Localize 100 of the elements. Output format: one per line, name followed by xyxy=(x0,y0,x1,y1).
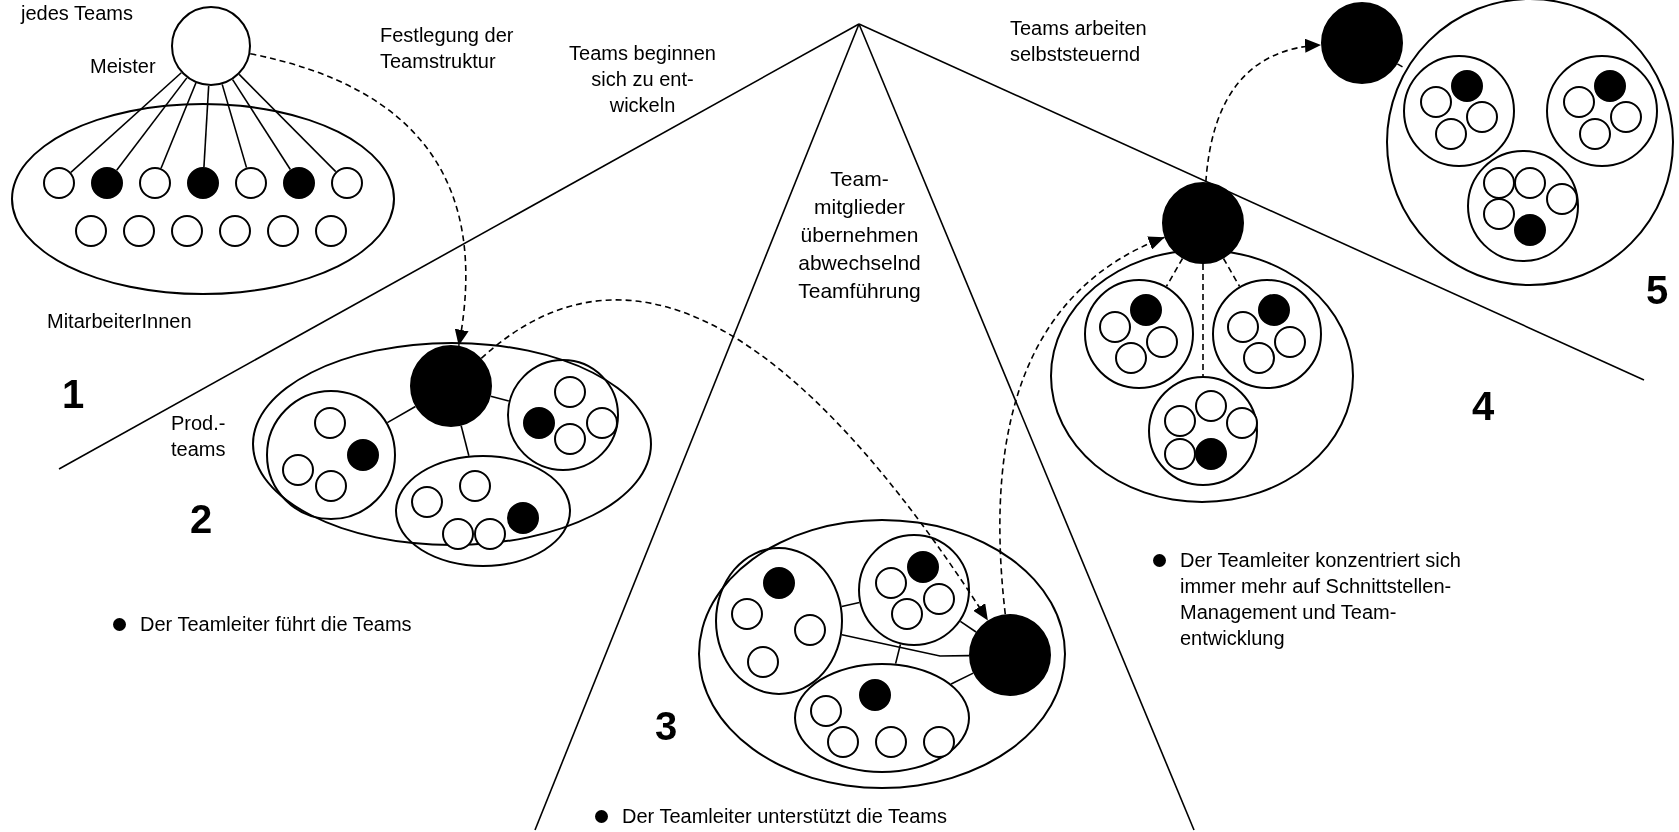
member-circle xyxy=(187,167,219,199)
member-circle xyxy=(1258,294,1290,326)
stage-number: 3 xyxy=(655,703,678,750)
connector-line xyxy=(950,672,974,685)
connector-line xyxy=(203,85,210,168)
dashed-arrow xyxy=(999,236,1166,616)
note-text: Festlegung der Teamstruktur xyxy=(380,23,515,74)
member-circle xyxy=(1164,405,1196,437)
member-circle xyxy=(1227,311,1259,343)
team-circle xyxy=(266,390,396,520)
member-circle xyxy=(891,598,923,630)
member-circle xyxy=(1146,326,1178,358)
note-text: Team- mitglieder übernehmen abwechselnd Teamführung xyxy=(797,166,922,304)
member-circle xyxy=(411,486,443,518)
member-circle xyxy=(1579,118,1611,150)
member-circle xyxy=(923,583,955,615)
member-circle xyxy=(474,518,506,550)
team-circle xyxy=(1084,279,1194,389)
member-circle xyxy=(219,215,251,247)
member-circle xyxy=(747,646,779,678)
member-circle xyxy=(1466,101,1498,133)
member-circle xyxy=(827,726,859,758)
group-label: Prod.- teams xyxy=(171,411,227,462)
connector-line xyxy=(231,78,292,171)
group-ellipse xyxy=(698,519,1066,789)
team-circle xyxy=(1212,279,1322,389)
leader-circle xyxy=(1162,182,1244,264)
member-circle xyxy=(442,518,474,550)
member-circle xyxy=(763,567,795,599)
caption-text: MitarbeiterInnen xyxy=(47,309,192,334)
member-circle xyxy=(1435,118,1467,150)
team-circle xyxy=(1403,55,1515,167)
member-circle xyxy=(731,598,763,630)
group-ellipse xyxy=(11,103,395,295)
team-circle xyxy=(1148,376,1258,486)
dashed-line xyxy=(1165,257,1184,288)
member-circle xyxy=(1483,198,1515,230)
note-text: Teams arbeiten selbststeuernd xyxy=(1010,16,1148,67)
connector-line xyxy=(959,620,977,633)
member-circle xyxy=(43,167,75,199)
member-circle xyxy=(315,215,347,247)
supervisor-circle xyxy=(171,6,251,86)
member-circle xyxy=(75,215,107,247)
member-circle xyxy=(314,407,346,439)
connector-line xyxy=(489,395,510,402)
member-circle xyxy=(315,470,347,502)
member-circle xyxy=(1115,342,1147,374)
member-circle xyxy=(554,376,586,408)
dashed-arrow xyxy=(1205,39,1322,183)
dashed-arrow xyxy=(480,299,989,622)
member-circle xyxy=(1594,70,1626,102)
member-circle xyxy=(1099,311,1131,343)
member-circle xyxy=(267,215,299,247)
member-circle xyxy=(1195,390,1227,422)
member-circle xyxy=(1546,183,1578,215)
member-circle xyxy=(282,454,314,486)
member-circle xyxy=(1563,86,1595,118)
stage-number: 5 xyxy=(1646,267,1669,314)
team-circle xyxy=(1467,150,1579,262)
dashed-line xyxy=(1222,257,1241,288)
bullet-text: Der Teamleiter konzentriert sich immer mehr auf Schnittstellen- Management und Team- entwicklung xyxy=(1180,548,1462,651)
team-ellipse xyxy=(715,547,843,695)
member-circle xyxy=(1514,214,1546,246)
connector-line xyxy=(386,405,417,424)
member-circle xyxy=(507,502,539,534)
group-ellipse xyxy=(1050,249,1354,503)
connector-line xyxy=(115,77,188,172)
member-circle xyxy=(123,215,155,247)
member-circle xyxy=(810,695,842,727)
member-circle xyxy=(347,439,379,471)
member-circle xyxy=(1274,326,1306,358)
member-circle xyxy=(586,407,618,439)
connector-line xyxy=(841,633,970,657)
dashed-line xyxy=(1202,263,1204,377)
team-circle xyxy=(1546,55,1658,167)
connector-line xyxy=(894,643,902,665)
note-text: jedes Teams xyxy=(21,1,133,26)
leader-circle xyxy=(410,345,492,427)
stage-number: 2 xyxy=(190,496,213,543)
team-circle xyxy=(507,359,619,471)
member-circle xyxy=(171,215,203,247)
member-circle xyxy=(459,470,491,502)
member-circle xyxy=(907,551,939,583)
connector-line xyxy=(70,72,183,174)
member-circle xyxy=(1514,167,1546,199)
member-circle xyxy=(1164,438,1196,470)
connector-line xyxy=(840,601,861,608)
connector-line xyxy=(221,83,248,169)
stage-number: 4 xyxy=(1472,383,1495,430)
member-circle xyxy=(139,167,171,199)
member-circle xyxy=(1610,101,1642,133)
stage-number: 1 xyxy=(62,371,85,418)
member-circle xyxy=(523,407,555,439)
member-circle xyxy=(1451,70,1483,102)
note-text: Teams beginnen sich zu ent- wickeln xyxy=(568,41,717,118)
member-circle xyxy=(91,167,123,199)
member-circle xyxy=(1226,407,1258,439)
member-circle xyxy=(283,167,315,199)
connector-line xyxy=(160,82,197,169)
member-circle xyxy=(331,167,363,199)
